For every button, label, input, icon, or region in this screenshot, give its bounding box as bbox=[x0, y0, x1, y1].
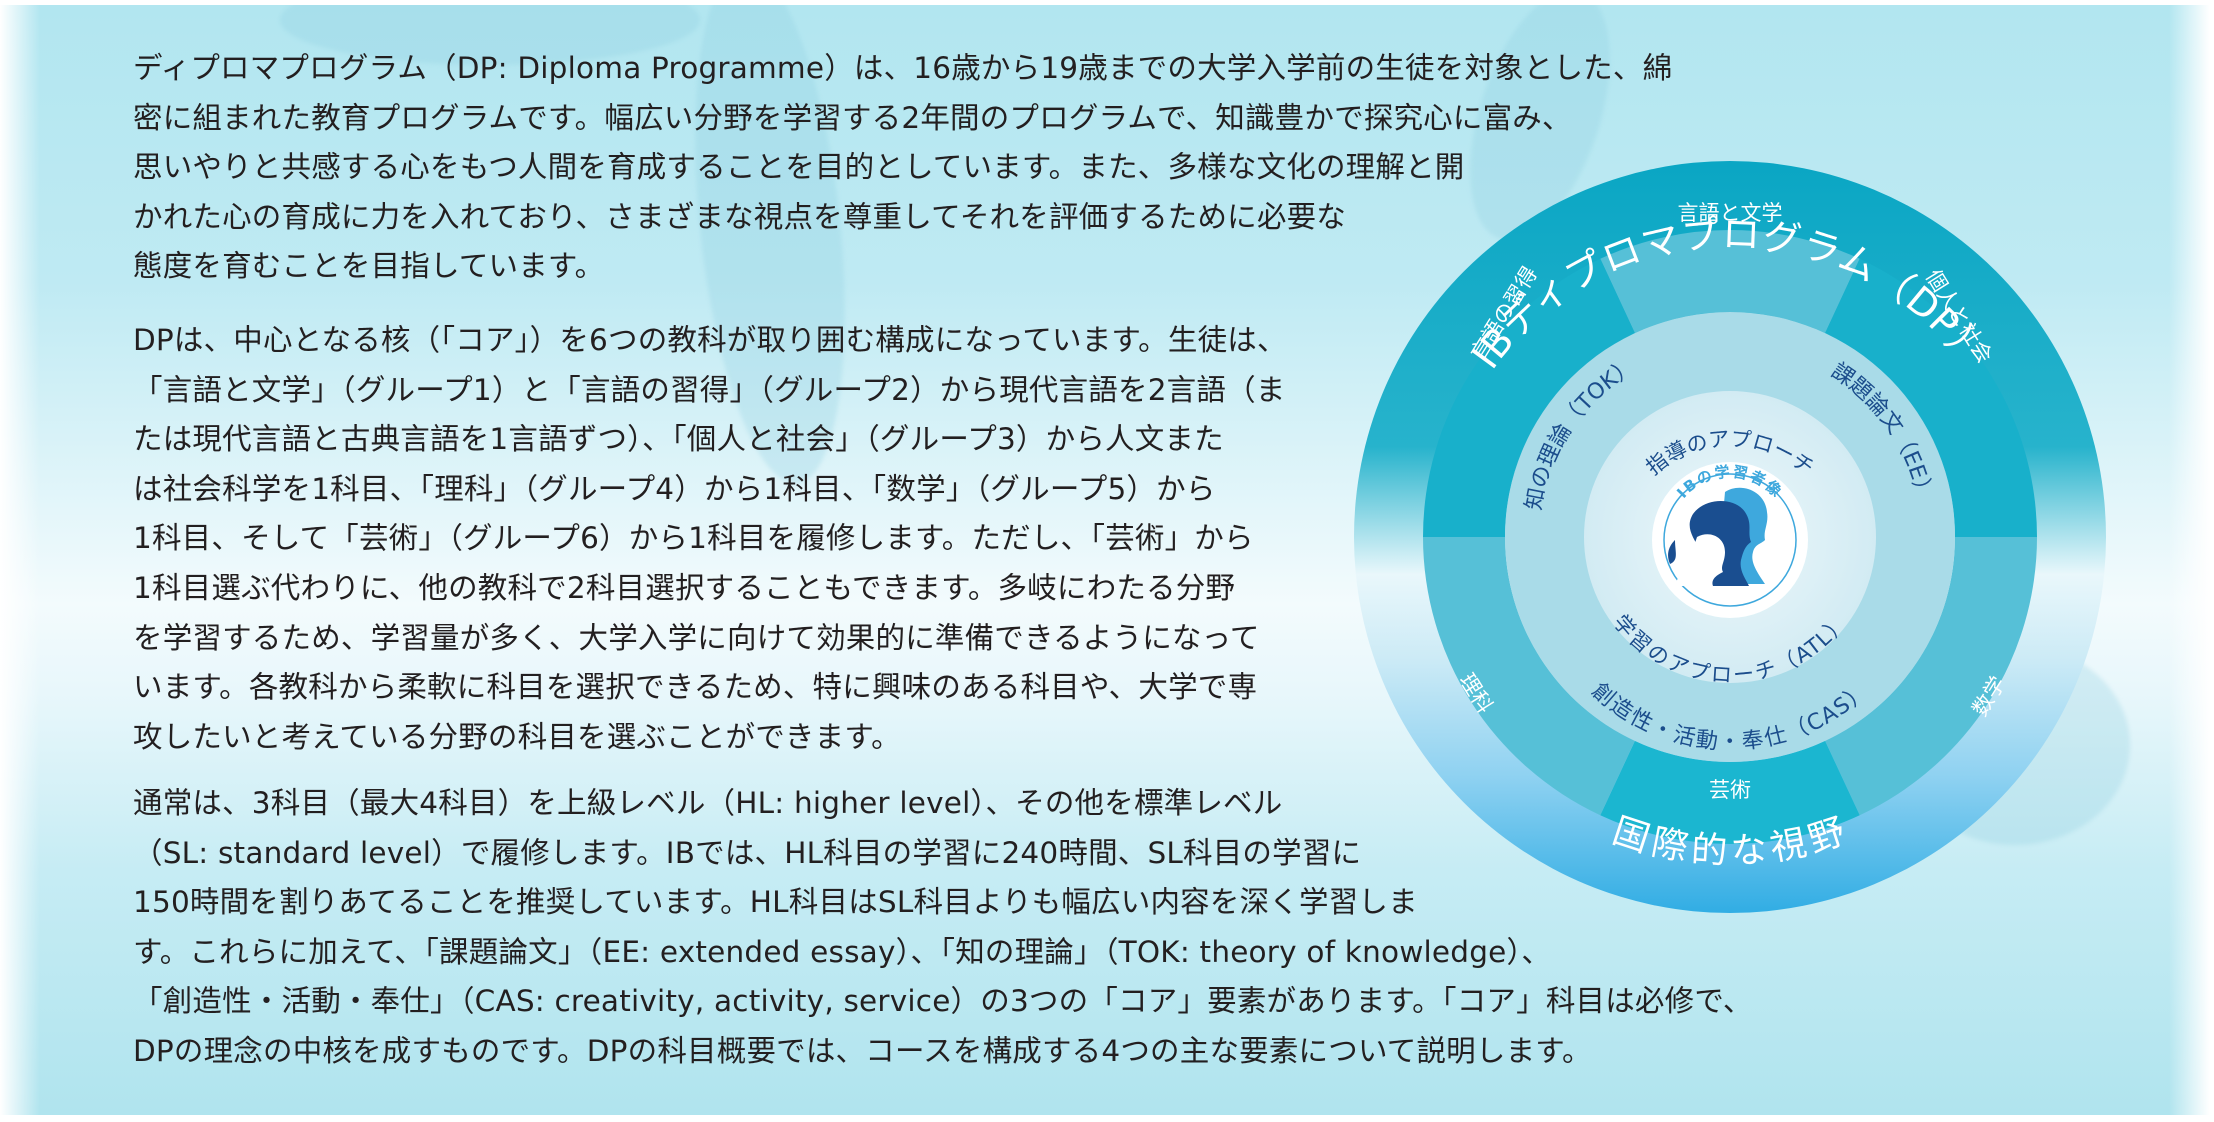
paragraph-intro: ディプロマプログラム（DP: Diploma Programme）は、16歳から… bbox=[133, 44, 1672, 292]
subject-ring bbox=[1423, 230, 2037, 844]
paragraph-structure: DPは、中心となる核（「コア」）を6つの教科が取り囲む構成になっています。生徒は… bbox=[133, 316, 1287, 762]
segment-sciences bbox=[1423, 537, 1635, 816]
segment-language-literature bbox=[1600, 230, 1860, 334]
text-line: 「創造性・活動・奉仕」（CAS: creativity, activity, s… bbox=[133, 984, 1753, 1019]
right-edge-fade bbox=[2169, 5, 2214, 1115]
text-line: 「言語と文学」（グループ1）と「言語の習得」（グループ2）から現代言語を2言語（… bbox=[133, 372, 1286, 407]
text-line: は社会科学を1科目、「理科」（グループ4）から1科目、「数学」（グループ5）から bbox=[133, 471, 1216, 506]
text-line: います。各教科から柔軟に科目を選択できるため、特に興味のある科目や、大学で専 bbox=[133, 670, 1258, 705]
text-line: DPの理念の中核を成すものです。DPの科目概要では、コースを構成する4つの主な要… bbox=[133, 1033, 1592, 1068]
text-line: を学習するため、学習量が多く、大学入学に向けて効果的に準備できるようになって bbox=[133, 620, 1260, 655]
text-line: かれた心の育成に力を入れており、さまざまな視点を尊重してそれを評価するために必要… bbox=[133, 199, 1346, 234]
text-line: （SL: standard level）で履修します。IBでは、HL科目の学習に… bbox=[133, 835, 1362, 870]
segment-mathematics bbox=[1825, 537, 2037, 816]
subject-label-arts: 芸術 bbox=[1709, 778, 1751, 802]
text-line: 態度を育むことを目指しています。 bbox=[133, 249, 605, 284]
learner-profile-emblem: IBの学習者像 bbox=[1652, 462, 1808, 618]
segment-language-acquisition bbox=[1423, 258, 1635, 537]
segment-arts bbox=[1600, 740, 1860, 844]
text-line: ディプロマプログラム（DP: Diploma Programme）は、16歳から… bbox=[133, 51, 1673, 85]
text-line: 1科目、そして「芸術」（グループ6）から1科目を履修します。ただし、「芸術」から bbox=[133, 521, 1254, 556]
text-line: 通常は、3科目（最大4科目）を上級レベル（HL: higher level）、そ… bbox=[133, 786, 1283, 820]
text-line: 攻したいと考えている分野の科目を選ぶことができます。 bbox=[133, 719, 901, 754]
text-line: たは現代言語と古典言語を1言語ずつ）、「個人と社会」（グループ3）から人文また bbox=[133, 422, 1224, 457]
paragraph-levels: 通常は、3科目（最大4科目）を上級レベル（HL: higher level）、そ… bbox=[133, 779, 1753, 1077]
text-line: 密に組まれた教育プログラムです。幅広い分野を学習する2年間のプログラムで、知識豊… bbox=[133, 100, 1572, 135]
learner-profile-silhouettes-icon bbox=[1668, 487, 1768, 586]
text-line: 思いやりと共感する心をもつ人間を育成することを目的としています。また、多様な文化… bbox=[133, 150, 1465, 185]
text-line: DPは、中心となる核（「コア」）を6つの教科が取り囲む構成になっています。生徒は… bbox=[133, 323, 1287, 357]
dp-model-diagram: IBの学習者像 IBディプロマプログラム（DP） 国際的な視野 言語と文学 言語… bbox=[1345, 152, 2115, 922]
text-line: 1科目選ぶ代わりに、他の教科で2科目選択することもできます。多岐にわたる分野 bbox=[133, 570, 1236, 605]
subject-label-language-literature: 言語と文学 bbox=[1678, 201, 1783, 225]
left-edge-fade bbox=[0, 5, 40, 1115]
segment-individuals-societies bbox=[1825, 258, 2037, 537]
text-line: 150時間を割りあてることを推奨しています。HL科目はSL科目よりも幅広い内容を… bbox=[133, 885, 1418, 920]
text-line: す。これらに加えて、「課題論文」（EE: extended essay）、「知の… bbox=[133, 934, 1552, 969]
